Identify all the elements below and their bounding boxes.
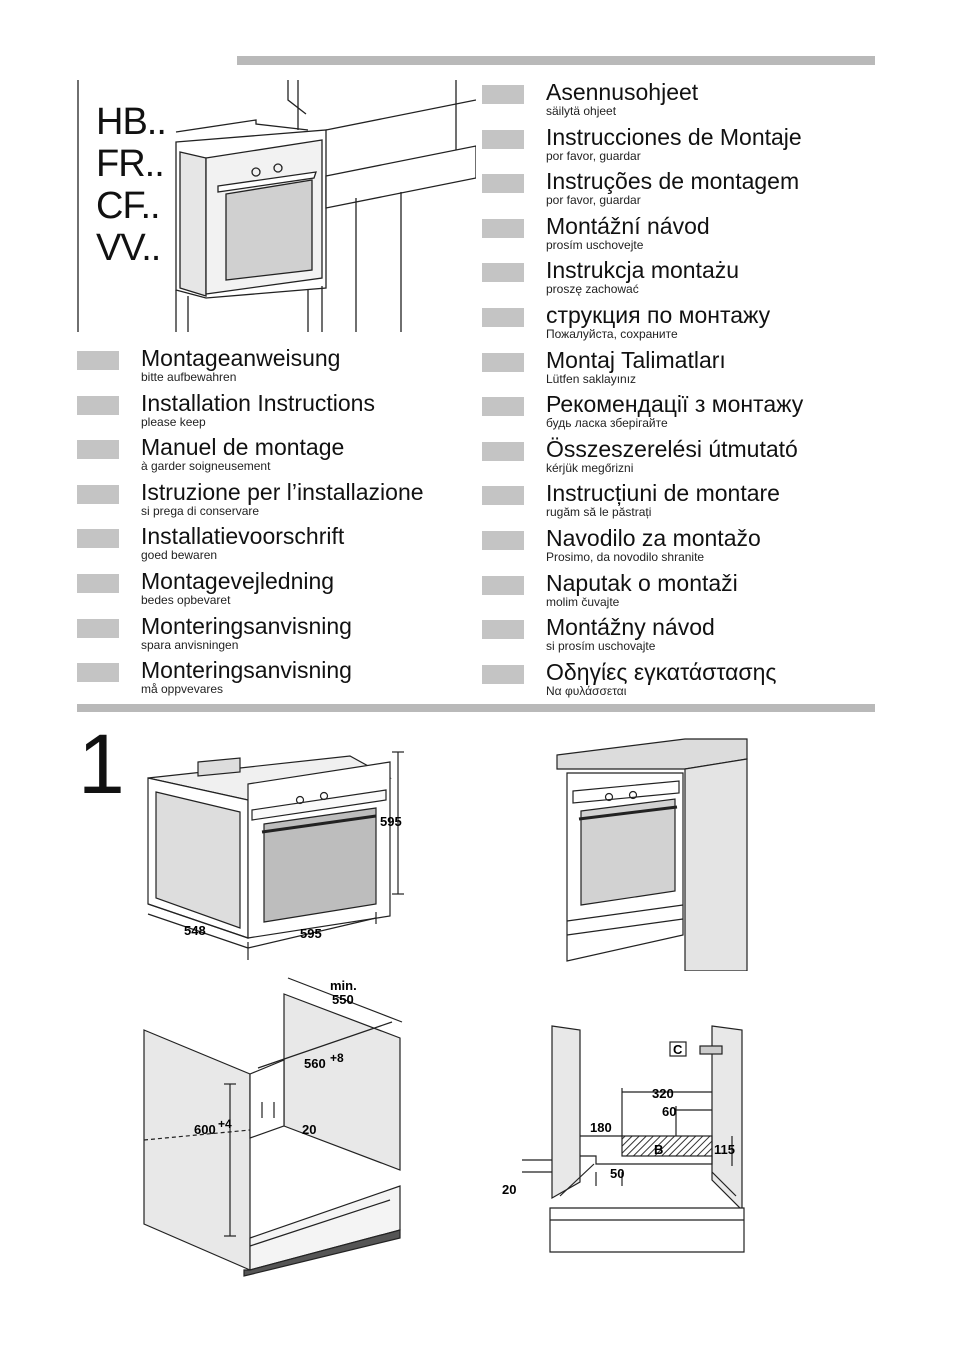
installed-oven-illustration	[556, 738, 748, 971]
section-rule	[77, 704, 875, 712]
language-title: Instrukcja montażu	[546, 257, 740, 284]
language-title: Összeszerelési útmutató	[546, 435, 798, 462]
language-swatch	[77, 351, 119, 370]
language-note: por favor, guardar	[546, 148, 641, 163]
language-title: Naputak o montaži	[546, 569, 738, 596]
language-swatch	[77, 440, 119, 460]
language-note: Να φυλάσσεται	[546, 683, 627, 698]
top-rule	[237, 56, 875, 65]
language-swatch	[482, 129, 524, 149]
language-note: будь ласка зберігайте	[546, 416, 668, 431]
language-swatch	[482, 620, 524, 640]
model-code: CF..	[96, 185, 161, 227]
language-title: Οδηγίες εγκατάστασης	[546, 658, 777, 685]
language-note: bedes opbevaret	[141, 592, 231, 607]
language-swatch	[482, 174, 524, 194]
language-swatch	[482, 352, 524, 372]
model-code: FR..	[96, 143, 165, 185]
dim-height: 595	[380, 814, 402, 829]
cabinet-dimension-drawing: min. 550 560 +8 600 +4 20	[143, 977, 403, 1277]
dim-niche-width-tol: +8	[330, 1051, 344, 1065]
language-swatch	[482, 575, 524, 595]
language-note: Пожалуйста, сохраните	[546, 326, 678, 341]
language-swatch	[482, 307, 524, 327]
language-note: kérjük megőrizni	[546, 460, 634, 475]
language-title: Asennusohjeet	[546, 79, 699, 105]
language-swatch	[77, 573, 119, 593]
language-note: säilytä ohjeet	[546, 104, 617, 118]
language-note: à garder soigneusement	[141, 459, 271, 474]
dim-niche-height: 600	[194, 1122, 216, 1137]
model-code: HB..	[96, 101, 167, 143]
language-title: Montaj Talimatları	[546, 346, 726, 373]
language-title: Installatievoorschrift	[141, 523, 345, 550]
language-title: Instrucciones de Montaje	[546, 123, 802, 150]
language-note: si prosím uschovajte	[546, 639, 656, 654]
figure-number: 1	[78, 717, 125, 811]
language-swatch	[482, 441, 524, 461]
language-title: Montážny návod	[546, 614, 715, 641]
dim-opening-width: 320	[652, 1086, 674, 1101]
oven-dimension-drawing: 595 548 595	[147, 751, 404, 960]
language-title: Monteringsanvisning	[141, 612, 352, 639]
language-swatch	[77, 395, 119, 415]
language-note: spara anvisningen	[141, 637, 239, 652]
language-title: струкция по монтажу	[546, 301, 771, 328]
dim-opening-depth: 115	[714, 1142, 735, 1157]
dim-width: 595	[300, 926, 322, 941]
model-code: VV..	[96, 227, 161, 269]
dim-recess: 20	[302, 1122, 316, 1137]
dim-panel-thickness: 20	[502, 1182, 516, 1197]
language-title: Manuel de montage	[141, 434, 345, 461]
language-title: Рекомендації з монтажу	[546, 391, 804, 418]
language-title: Navodilo za montažo	[546, 524, 761, 551]
dim-min-label: min.	[330, 978, 357, 993]
language-title: Istruzione per l’installazione	[141, 478, 424, 505]
language-note: rugăm să le păstrați	[546, 505, 652, 520]
language-note: goed bewaren	[141, 548, 218, 563]
dim-min-depth: 550	[332, 992, 354, 1007]
dim-front-offset: 50	[610, 1166, 624, 1181]
language-swatch	[77, 529, 119, 549]
language-swatch	[77, 663, 119, 683]
label-c: C	[673, 1042, 683, 1057]
language-note: proszę zachować	[546, 282, 639, 297]
language-title: Instrucțiuni de montare	[546, 480, 780, 507]
language-swatch	[77, 618, 119, 638]
language-swatch	[482, 85, 524, 104]
language-swatch	[482, 486, 524, 506]
language-title: Instruções de montagem	[546, 168, 800, 195]
language-title: Montageanweisung	[141, 345, 341, 371]
language-note: Prosimo, da novodilo shranite	[546, 549, 705, 564]
language-swatch	[482, 263, 524, 283]
ventilation-detail-drawing: C B 320 60 180 115 50 20	[502, 1025, 745, 1253]
language-swatch	[482, 397, 524, 417]
language-note: bitte aufbewahren	[141, 370, 237, 384]
language-title: Monteringsanvisning	[141, 657, 352, 684]
language-note: please keep	[141, 414, 206, 429]
language-title: Montagevejledning	[141, 567, 335, 594]
language-note: molim čuvajte	[546, 594, 620, 609]
language-note: si prega di conservare	[141, 503, 260, 518]
language-title: Installation Instructions	[141, 389, 375, 416]
label-b: B	[654, 1142, 663, 1157]
language-note: por favor, guardar	[546, 193, 641, 208]
oven-cabinet-illustration	[77, 80, 476, 332]
language-swatch	[482, 664, 524, 684]
language-note: må oppvevares	[141, 682, 224, 697]
dim-niche-height-tol: +4	[218, 1117, 232, 1131]
language-note: prosím uschovejte	[546, 237, 644, 252]
dim-niche-width: 560	[304, 1056, 326, 1071]
language-swatch	[482, 218, 524, 238]
language-swatch	[77, 484, 119, 504]
language-swatch	[482, 530, 524, 550]
language-title: Montážní návod	[546, 212, 710, 239]
dim-opening-offset: 60	[662, 1104, 676, 1119]
dim-depth: 548	[184, 923, 206, 938]
dim-side-offset: 180	[590, 1120, 612, 1135]
language-note: Lütfen saklayınız	[546, 371, 637, 386]
